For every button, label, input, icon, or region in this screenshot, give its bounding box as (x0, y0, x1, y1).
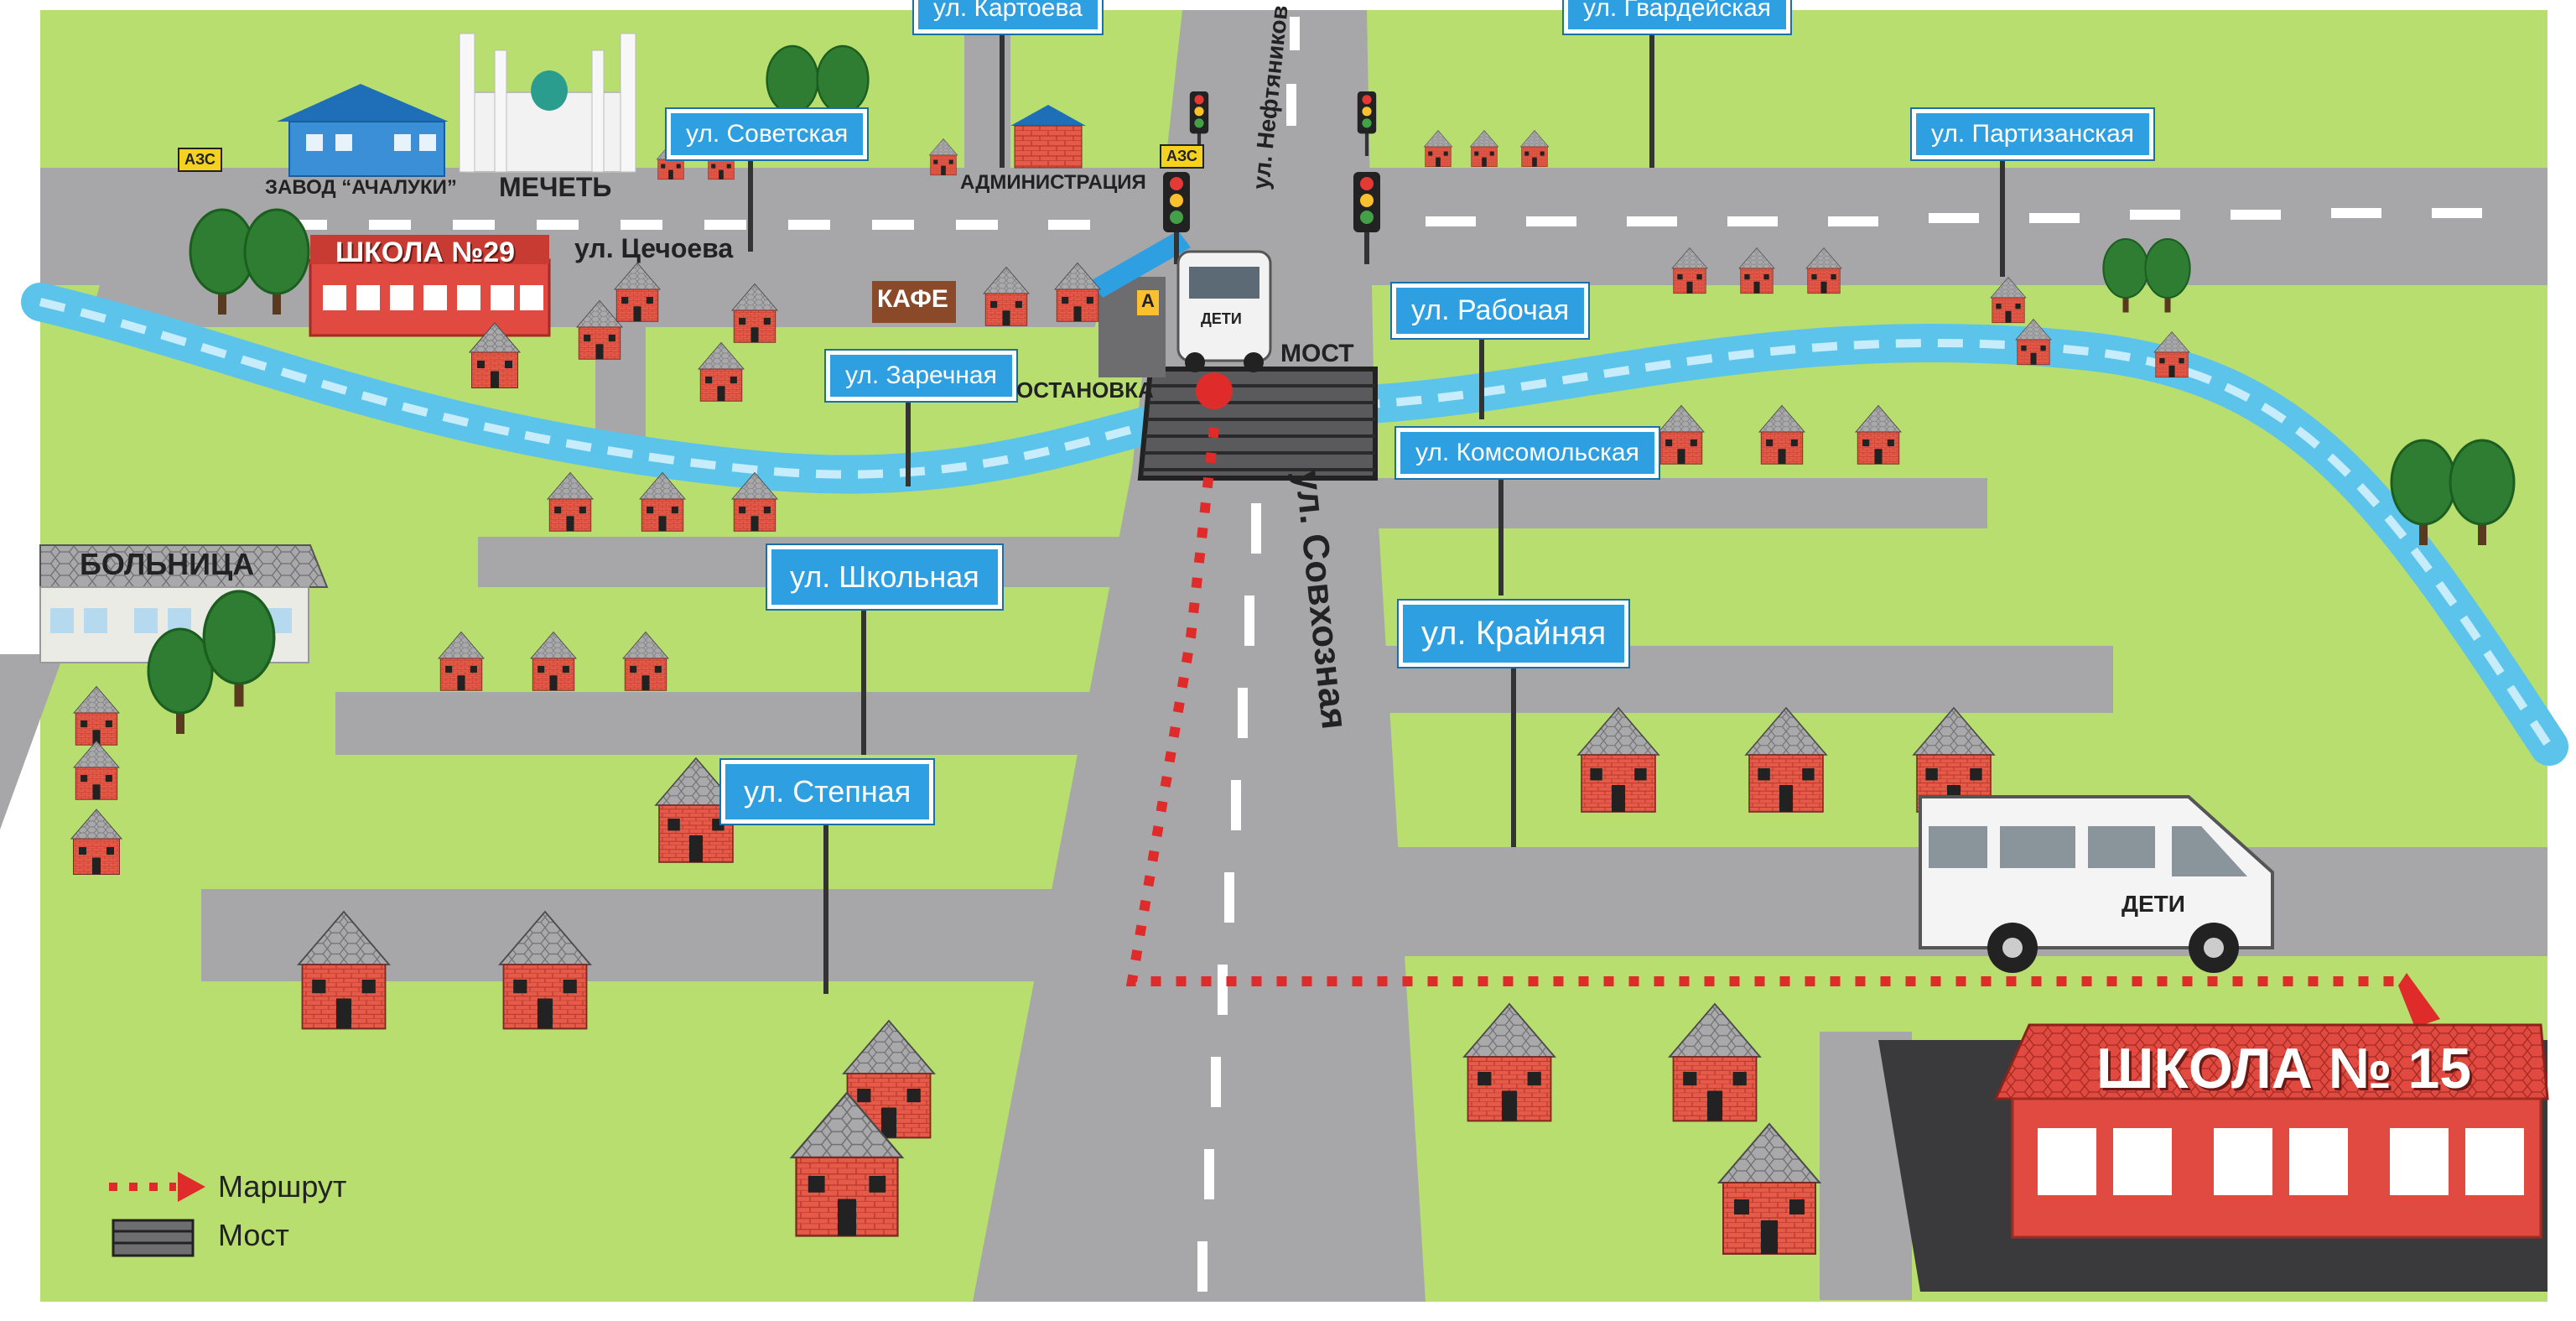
bus-label-bridge: ДЕТИ (1201, 310, 1242, 327)
bus-stop-shelter (1090, 231, 1191, 377)
bridge (1137, 367, 1378, 481)
river-highlight (39, 298, 2553, 749)
azs-sign-right: АЗС (1160, 144, 1204, 169)
mosque-building (459, 33, 636, 173)
route-path (1125, 427, 2398, 986)
school-15-building (1878, 1023, 2549, 1292)
road-hospital-branch (0, 654, 65, 990)
street-sign-rabochaya: ул. Рабочая (1389, 282, 1591, 340)
street-label-chechoeva: ул. Цечоева (574, 233, 734, 263)
bus-stop-sign: А (1141, 290, 1155, 311)
bus-on-bridge (1176, 250, 1272, 372)
school-15-label: ШКОЛА № 15 (2096, 1037, 2472, 1100)
bus-label-school: ДЕТИ (2122, 891, 2185, 917)
bus-stop-label: ОСТАНОВКА (1016, 377, 1154, 403)
hospital-label: БОЛЬНИЦА (80, 547, 255, 581)
street-sign-gvardeyskaya: ул. Гвардейская (1561, 0, 1793, 35)
legend-bridge-label: Мост (218, 1218, 289, 1252)
mosque-label: МЕЧЕТЬ (499, 172, 612, 202)
plant-building (277, 84, 449, 177)
cafe-building (872, 281, 956, 323)
street-sign-partizanskaya: ул. Партизанская (1909, 107, 2156, 161)
route-arrow-icon (2398, 973, 2440, 1027)
street-sign-stepnaya: ул. Степная (719, 758, 936, 825)
road-komsomolskaya (1375, 478, 1987, 528)
plant-label: ЗАВОД “АЧАЛУКИ” (265, 176, 457, 199)
legend-bridge-icon (112, 1219, 195, 1257)
street-sign-krainyaya: ул. Крайняя (1396, 599, 1631, 668)
road-stepnaya (335, 692, 1140, 755)
azs-sign-left: АЗС (178, 148, 222, 172)
administration-label: АДМИНИСТРАЦИЯ (960, 171, 1146, 194)
cafe-label: КАФЕ (877, 285, 948, 313)
school-29-building (309, 235, 551, 337)
legend-icons (109, 1172, 205, 1257)
legend-route-arrow-icon (178, 1172, 205, 1202)
administration-building (1010, 105, 1086, 169)
street-sign-sovetskaya: ул. Советская (664, 107, 870, 161)
school-29-label: ШКОЛА №29 (335, 237, 516, 268)
legend-route-label: Маршрут (218, 1169, 347, 1204)
street-sign-komsomolskaya: ул. Комсомольская (1394, 426, 1660, 480)
sign-posts (748, 25, 2005, 994)
road-markings (285, 17, 2482, 1292)
bridge-label: МОСТ (1280, 340, 1354, 367)
street-sign-shkolnaya: ул. Школьная (766, 543, 1004, 611)
bus-near-school (1919, 795, 2274, 973)
bus-stop-marker (1196, 372, 1233, 409)
street-sign-zarechnaya: ул. Заречная (824, 349, 1018, 403)
street-sign-kartoeva: ул. Картоева (912, 0, 1104, 35)
